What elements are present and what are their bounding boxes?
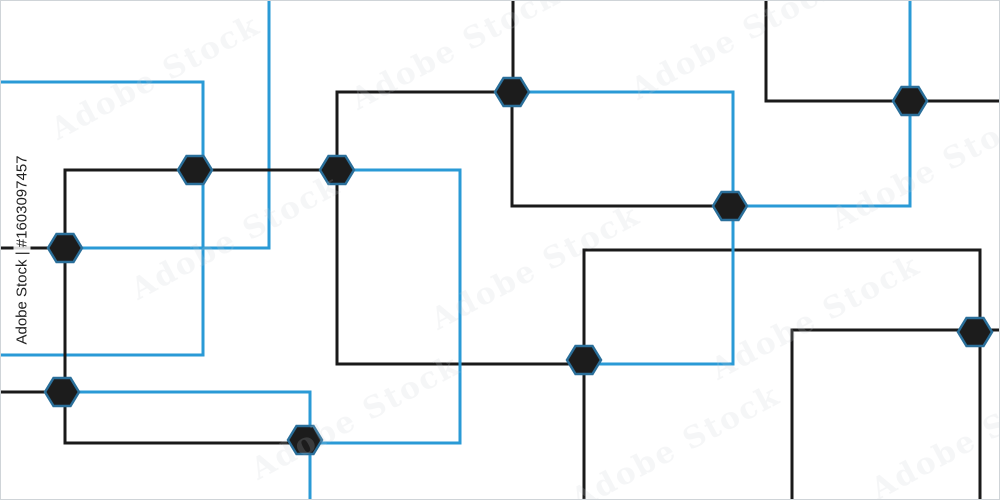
circuit-wire [62, 390, 312, 500]
stock-id-label: Adobe Stock | #1603097457 [13, 151, 31, 349]
circuit-wire [63, 168, 305, 445]
hexagon-node [286, 424, 324, 456]
hexagon-node [43, 376, 81, 408]
hexagon-node [46, 232, 84, 264]
circuit-wire [335, 90, 512, 170]
circuit-wire [510, 92, 730, 208]
hexagon-node [956, 316, 994, 348]
circuit-wire [0, 0, 271, 250]
circuit-wire [584, 206, 735, 366]
hexagon-node [891, 85, 929, 117]
hexagon-node [176, 154, 214, 186]
circuit-wire [730, 0, 912, 208]
hexagon-node [318, 154, 356, 186]
circuit-wire [512, 90, 735, 206]
circuit-wire [335, 170, 584, 366]
hexagon-node [493, 76, 531, 108]
hexagon-node [711, 190, 749, 222]
circuit-wire [582, 248, 982, 500]
circuit-wire [764, 0, 910, 103]
circuit-wire [790, 328, 1000, 500]
circuit-wire [0, 80, 205, 357]
hexagon-node [565, 344, 603, 376]
circuit-wire [305, 168, 462, 445]
